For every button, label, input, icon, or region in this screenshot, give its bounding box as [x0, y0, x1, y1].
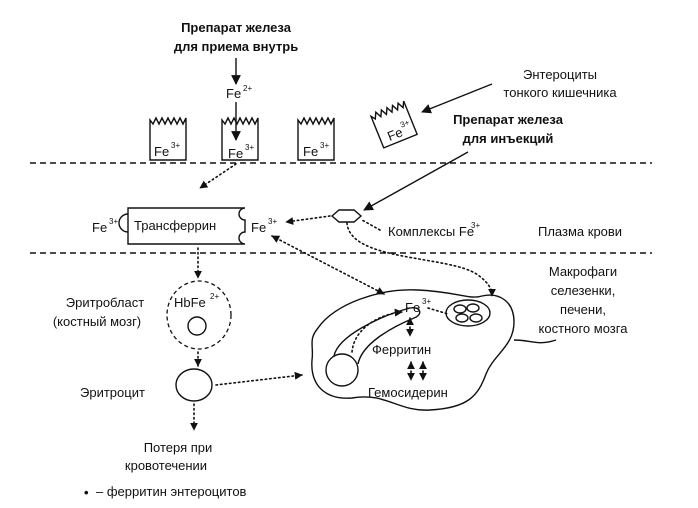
- erythrocyte-to-fe-arrow: [351, 308, 403, 353]
- macrophages-label-line3: печени,: [560, 302, 606, 317]
- transferrin-left-charge: 3+: [109, 217, 118, 226]
- enterocytes-pointer-arrow: [421, 83, 493, 114]
- transferrin-macrophage-exchange-arrow: [271, 235, 385, 295]
- plasma-label: Плазма крови: [538, 224, 622, 239]
- injection-prep-title-line2: для инъекций: [463, 131, 554, 146]
- enterocytes-label-line1: Энтероциты: [523, 67, 597, 82]
- transferrin-right-charge: 3+: [268, 217, 277, 226]
- enterocyte-cell-right: Fe 3+: [297, 116, 335, 161]
- macrophage-fe: Fe: [405, 300, 420, 315]
- macrophage-nucleus: [445, 299, 491, 327]
- ferritin-label: Ферритин: [372, 342, 431, 357]
- enterocyte-left-fe: Fe: [154, 144, 169, 159]
- erythroblast-label-line2: (костный мозг): [53, 314, 141, 329]
- macrophage-inner-arc: [333, 306, 421, 365]
- oral-fe-label: Fe: [226, 86, 241, 101]
- erythroblast-hb-charge: 2+: [210, 292, 219, 301]
- enterocytes-label-line2: тонкого кишечника: [503, 85, 617, 100]
- erythrocyte-label: Эритроцит: [80, 385, 145, 400]
- fe-to-nucleus-connector: [427, 307, 449, 315]
- transferrin-molecule: [118, 207, 246, 245]
- erythrocyte-to-macrophage-arrow: [215, 371, 303, 386]
- enterocyte-tilted-fe: Fe: [385, 124, 405, 144]
- enterocyte-cell-middle: Fe 3+: [221, 116, 259, 161]
- enterocyte-cell-left: Fe 3+: [149, 116, 187, 161]
- enterocyte-to-transferrin-arrow: [199, 163, 237, 189]
- complex-label-connector: [361, 219, 381, 231]
- complexes-charge: 3+: [471, 221, 480, 230]
- enterocyte-middle-charge: 3+: [245, 143, 254, 152]
- injection-prep-title-line1: Препарат железа: [453, 112, 564, 127]
- macrophage-cell: [311, 289, 515, 411]
- oral-fe-charge: 2+: [243, 84, 252, 93]
- macrophage-label-connector: [513, 339, 557, 344]
- enterocyte-cell-tilted: Fe 3+: [369, 100, 419, 149]
- erythroblast-hb-label: HbFe: [174, 295, 206, 310]
- hemosiderin-label: Гемосидерин: [368, 385, 448, 400]
- complexes-label: Комплексы Fe: [388, 224, 474, 239]
- legend-bullet: •: [84, 485, 89, 500]
- transferrin-label: Трансферрин: [134, 218, 216, 233]
- enterocyte-tilted-charge: 3+: [399, 118, 411, 130]
- transferrin-right-fe: Fe: [251, 220, 266, 235]
- enterocyte-right-fe: Fe: [303, 144, 318, 159]
- loss-label-line1: Потеря при: [144, 440, 213, 455]
- enterocyte-left-charge: 3+: [171, 141, 180, 150]
- erythroblast-label-line1: Эритробласт: [66, 295, 144, 310]
- erythrocyte-cell: [175, 368, 213, 402]
- phagocytosed-erythrocyte: [325, 353, 359, 387]
- enterocyte-middle-fe: Fe: [228, 146, 243, 161]
- legend-text: – ферритин энтероцитов: [96, 484, 247, 499]
- oral-prep-title-line1: Препарат железа: [181, 20, 292, 35]
- oral-prep-title-line2: для приема внутрь: [174, 39, 298, 54]
- erythroblast-cell: [166, 280, 232, 350]
- iron-complex-hexagon: [330, 209, 363, 223]
- transferrin-left-fe: Fe: [92, 220, 107, 235]
- macrophage-fe-charge: 3+: [422, 297, 431, 306]
- erythroblast-nucleus: [187, 316, 207, 336]
- enterocyte-right-charge: 3+: [320, 141, 329, 150]
- macrophages-label-line1: Макрофаги: [549, 264, 617, 279]
- macrophages-label-line4: костного мозга: [539, 321, 629, 336]
- macrophages-label-line2: селезенки,: [551, 283, 616, 298]
- complex-to-transferrin-arrow: [285, 215, 331, 225]
- injection-arrow: [363, 151, 469, 211]
- loss-label-line2: кровотечении: [125, 458, 207, 473]
